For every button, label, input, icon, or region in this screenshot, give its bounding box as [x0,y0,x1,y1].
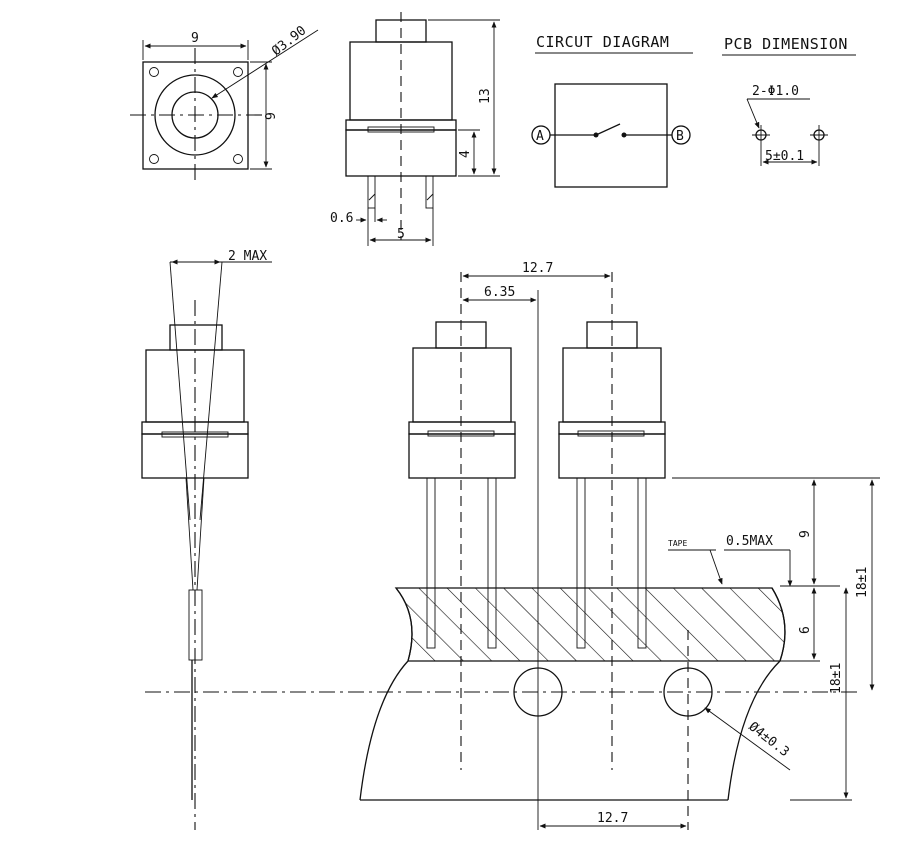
pin-pitch-label: 5 [397,227,405,242]
pin-width-label: 0.6 [330,211,353,226]
top-width-label: 9 [191,31,199,46]
dim-6-label: 6 [798,626,813,634]
terminal-a-label: A [536,129,544,144]
pitch-tolerance-label: 5±0.1 [765,149,804,164]
top-diameter-label: Ø3.90 [269,23,309,59]
side-view: 13 4 0.6 5 [330,12,500,246]
terminal-b-label: B [676,129,684,144]
tape-max-label: 0.5MAX [726,534,773,549]
dim-18a-label: 18±1 [855,567,870,598]
pcb-dimension: PCB DIMENSION 2-Φ1.0 5±0.1 [722,35,856,166]
tape-pitch-label: 12.7 [522,261,553,276]
top-view: 9 9 Ø3.90 [130,23,319,180]
side-base-label: 4 [458,150,473,158]
half-pitch-label: 6.35 [484,285,515,300]
pcb-dimension-title: PCB DIMENSION [724,35,848,53]
side-height-label: 13 [478,88,493,104]
dim-9-label: 9 [798,530,813,538]
circuit-diagram-title: CIRCUT DIAGRAM [536,33,669,51]
hole-spec-label: 2-Φ1.0 [752,84,799,99]
tape-view: 12.7 6.35 TAPE 0.5MAX 9 6 18±1 18± [145,261,880,830]
bottom-pitch-label: 12.7 [597,811,628,826]
circuit-diagram: CIRCUT DIAGRAM A B [531,33,693,188]
tilt-view: 2 MAX [141,249,272,830]
top-height-label: 9 [264,112,279,120]
dim-18b-label: 18±1 [829,663,844,694]
tape-label: TAPE [668,539,687,548]
tilt-max-label: 2 MAX [228,249,267,264]
